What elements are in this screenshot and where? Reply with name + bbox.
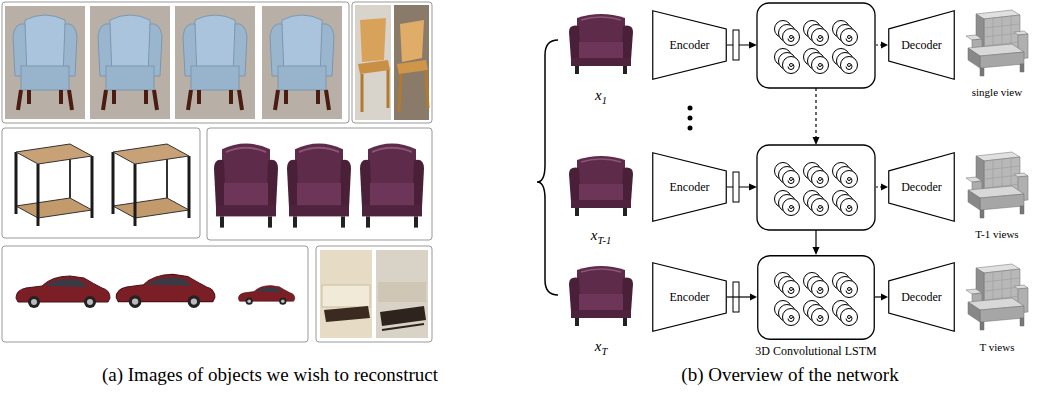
decoder-block: Decoder xyxy=(888,262,955,332)
photo-panel xyxy=(2,2,432,342)
connector-line xyxy=(875,296,882,297)
conv-lstm-block: 3D Convolutional LSTM xyxy=(757,255,875,340)
subscript: 1 xyxy=(602,95,607,106)
block-title: 3D Convolutional LSTM xyxy=(755,344,876,358)
block-shape xyxy=(889,263,955,332)
data-flow-arrow xyxy=(727,294,757,301)
encoder-block: Encoder xyxy=(652,10,727,80)
input-images xyxy=(569,14,633,326)
output-label-box: single view xyxy=(972,86,1022,99)
block-label: Decoder xyxy=(901,38,942,52)
input-label-box: xT-1 xyxy=(591,226,611,244)
caption: (b) Overview of the network xyxy=(681,364,898,385)
lstm-cells xyxy=(775,273,858,326)
block-shape xyxy=(889,11,955,80)
output-label-box: T-1 views xyxy=(975,228,1018,241)
decoder-block: Decoder xyxy=(888,152,955,222)
blue-chairs xyxy=(5,6,342,119)
data-flow-arrow xyxy=(875,294,888,301)
caption-box: (b) Overview of the network xyxy=(681,364,898,387)
caption: (a) Images of objects we wish to reconst… xyxy=(102,364,438,385)
block-outline xyxy=(757,255,875,340)
flow-arrows xyxy=(727,45,881,248)
decoder-block: Decoder xyxy=(888,10,955,80)
input-label-box: xT xyxy=(595,337,608,355)
input-label-box: x1 xyxy=(595,86,607,104)
block-label: Decoder xyxy=(901,180,942,194)
tables xyxy=(16,144,189,226)
block-shape xyxy=(653,11,727,80)
block-shape xyxy=(653,263,727,332)
arrow-head xyxy=(750,294,757,301)
block-label: Decoder xyxy=(901,290,942,304)
block-label: Encoder xyxy=(670,180,710,194)
encoder-block: Encoder xyxy=(652,262,727,332)
feature-bars xyxy=(733,30,739,312)
arrow-heads xyxy=(749,42,888,256)
subscript: T xyxy=(601,346,607,357)
output-label: single view xyxy=(972,86,1022,98)
output-label: T-1 views xyxy=(975,228,1018,240)
block-label: Encoder xyxy=(670,38,710,52)
brace xyxy=(537,40,558,295)
input-label: xT xyxy=(595,338,608,354)
connector-line xyxy=(727,296,751,297)
block-label: Encoder xyxy=(670,290,710,304)
ellipsis-dots xyxy=(688,106,693,131)
purple-chairs xyxy=(214,144,424,228)
block-shape xyxy=(889,153,955,222)
wooden-chairs xyxy=(355,5,429,120)
caption-box: (a) Images of objects we wish to reconst… xyxy=(102,364,438,387)
block-shape xyxy=(653,153,727,222)
output-label: T views xyxy=(980,341,1015,353)
subscript: T-1 xyxy=(597,235,611,246)
input-label: x1 xyxy=(595,87,607,103)
cars xyxy=(16,274,295,308)
input-label: xT-1 xyxy=(591,227,611,243)
living-room-photos xyxy=(320,250,428,338)
voxel-outputs xyxy=(966,10,1028,330)
block-shape xyxy=(758,256,875,340)
arrow-head xyxy=(881,294,888,301)
output-label-box: T views xyxy=(980,341,1015,354)
lstm-cells xyxy=(757,3,875,230)
encoder-block: Encoder xyxy=(652,152,727,222)
